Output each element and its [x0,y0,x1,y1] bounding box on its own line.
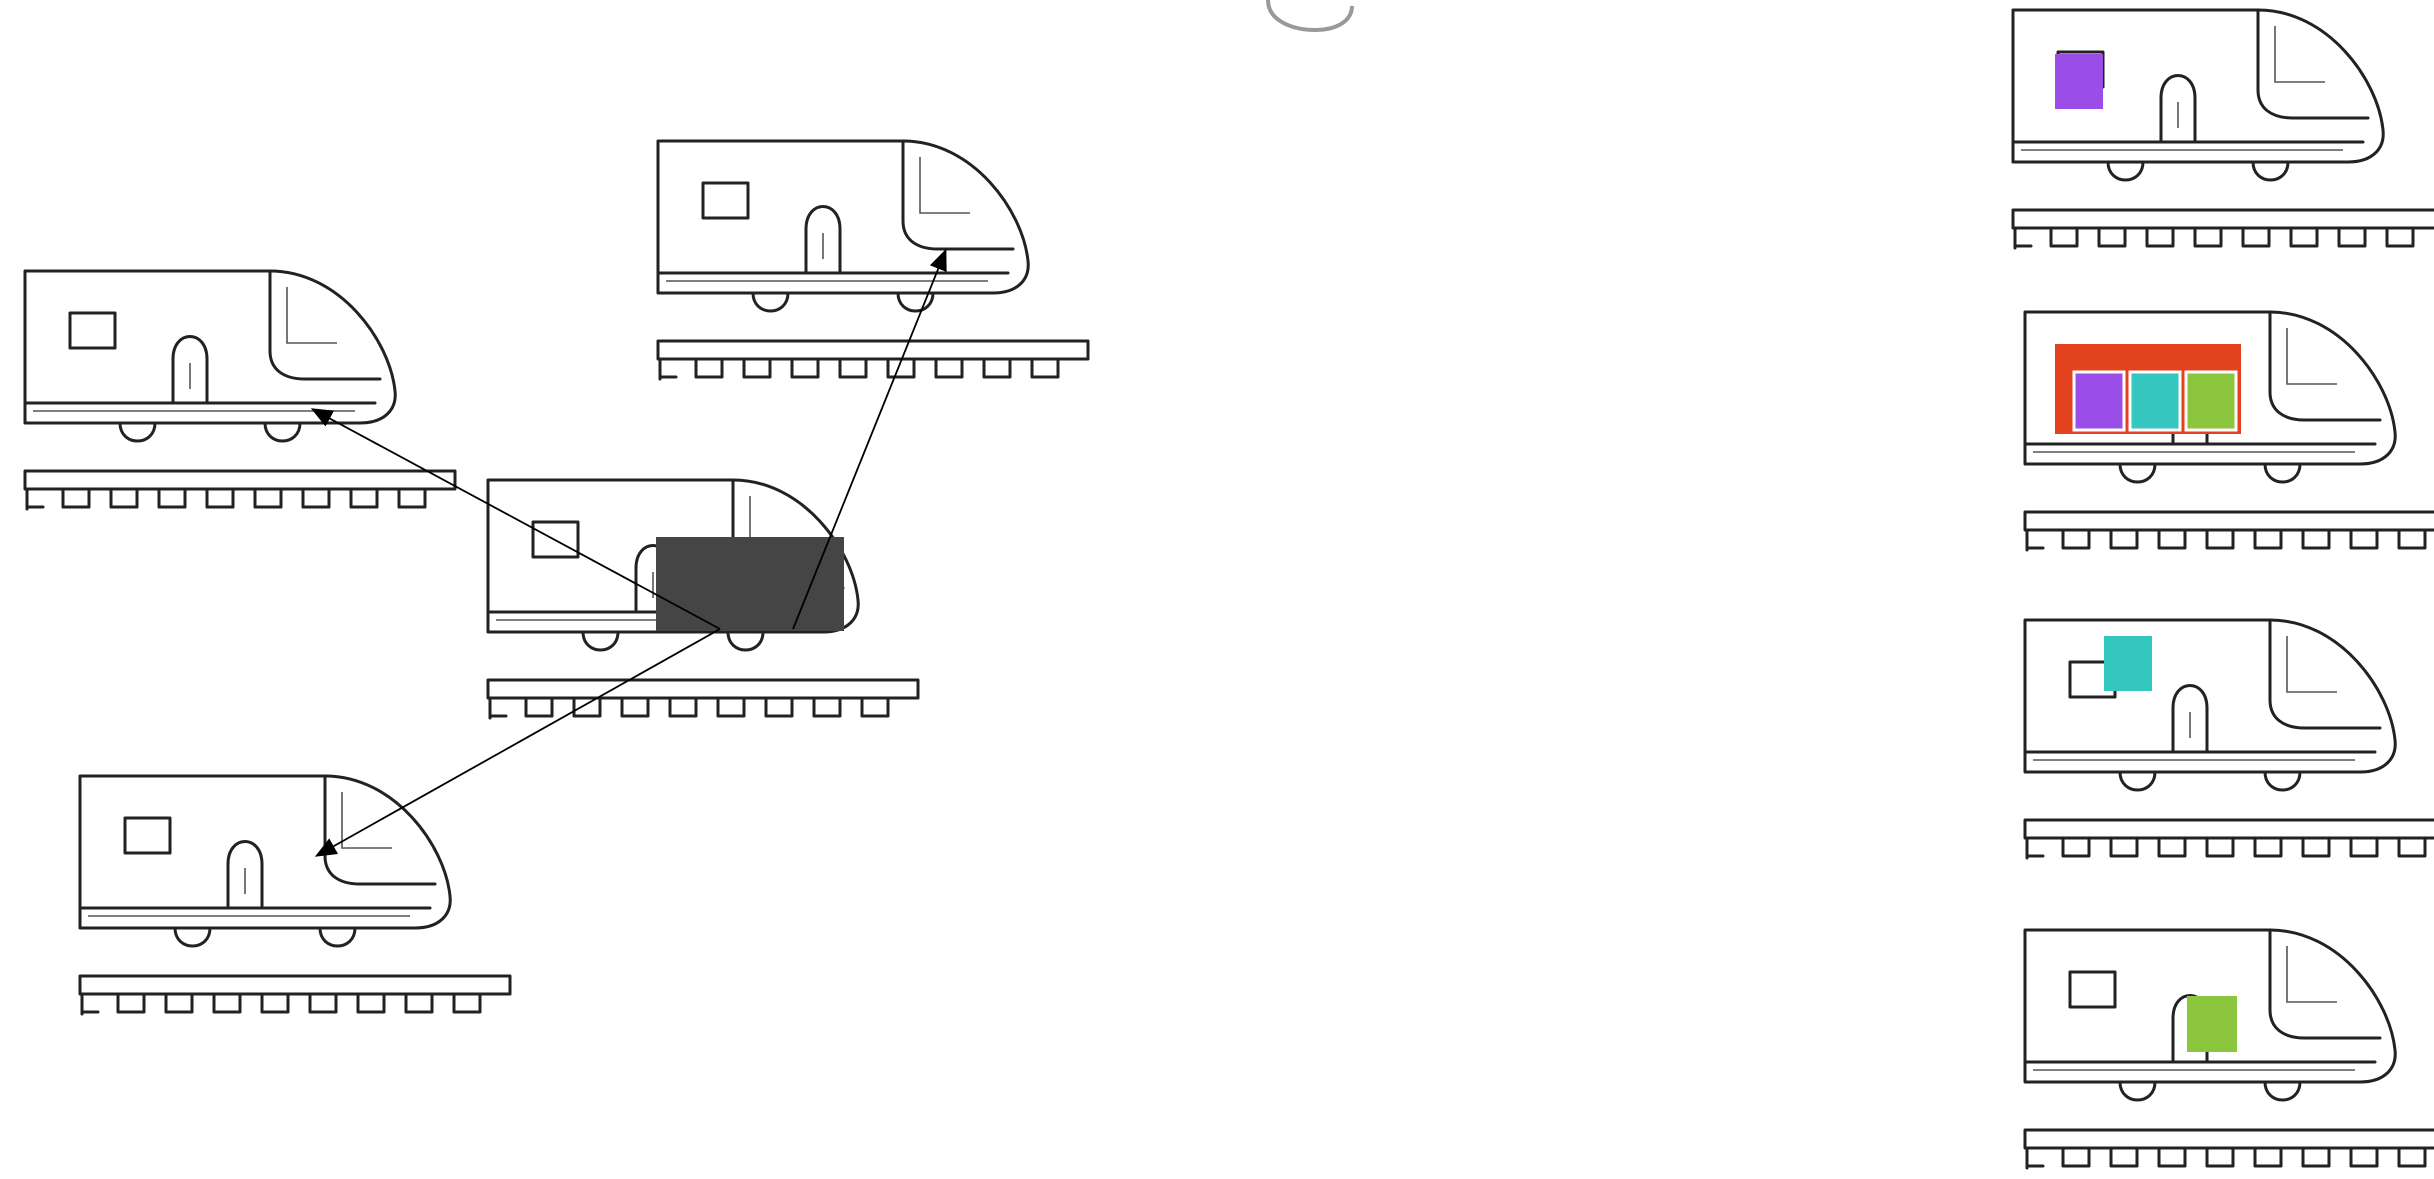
train-purple-window [2013,10,2434,248]
arrow-to-lower-left-train [318,629,720,855]
dark-gray-block [656,537,844,631]
train-top [658,141,1088,379]
train-combined [2025,312,2434,550]
train-green-door [2025,930,2434,1168]
train-teal-window [2025,620,2434,858]
arrow-to-upper-left-train [314,410,720,629]
arrow-to-top-train [793,252,945,629]
train-upper-left [25,271,455,509]
cropped-glyph [1268,0,1352,30]
train-lower-left [80,776,510,1014]
